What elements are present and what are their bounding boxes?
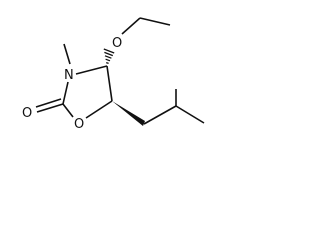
atom-label-nitrogen: N <box>64 68 74 83</box>
bond-c2-n <box>62 81 69 105</box>
wedge-bond-c5-ch2 <box>112 101 145 126</box>
bond-ch-ch3-right <box>175 105 205 124</box>
bond-n-methyl <box>63 43 71 65</box>
structure-canvas: O N O O <box>0 0 220 160</box>
bond-c2-ocarbonyl-a <box>36 103 64 113</box>
bond-ch2-ch3 <box>139 17 171 26</box>
molecule-diagram: O N O O <box>22 17 205 132</box>
bond-c4-c5 <box>106 65 113 102</box>
hashed-bond-c4-oethoxy <box>103 48 115 65</box>
atom-label-oxygen-carbonyl: O <box>22 106 32 121</box>
bond-c5-oring <box>85 100 113 119</box>
bond-n-c4 <box>75 65 108 75</box>
bond-ch2-ch <box>143 105 177 125</box>
bond-oring-c2 <box>62 103 74 118</box>
bond-oethoxy-ch2 <box>121 17 141 35</box>
bond-c2-ocarbonyl-b <box>35 98 62 108</box>
atom-label-oxygen-ethoxy: O <box>112 36 122 51</box>
atom-label-oxygen-ring: O <box>74 117 84 132</box>
